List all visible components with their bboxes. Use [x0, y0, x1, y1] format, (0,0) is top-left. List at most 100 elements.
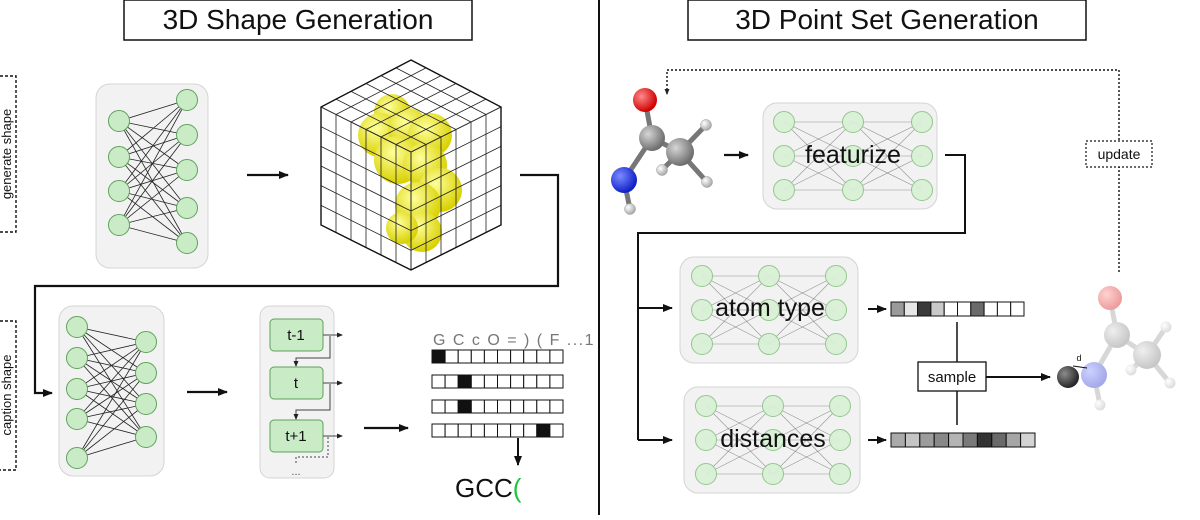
one-hot-cell	[549, 374, 564, 389]
one-hot-cell	[536, 349, 551, 364]
distribution-cell	[930, 301, 945, 317]
atom-type-node	[758, 299, 780, 321]
distribution-cell	[890, 301, 905, 317]
one-hot-cell	[497, 423, 512, 438]
connector-featurize	[637, 154, 966, 440]
featurize-node	[911, 179, 933, 201]
one-hot-cell	[523, 399, 538, 414]
caption-shape-label: caption shape	[0, 355, 14, 436]
one-hot-cell	[536, 399, 551, 414]
one-hot-cell	[444, 349, 459, 364]
generator-network	[108, 89, 198, 254]
left-panel: 3D Shape Generation generate shape capti…	[0, 0, 595, 503]
one-hot-cell	[431, 349, 446, 364]
one-hot-cell	[470, 349, 485, 364]
one-hot-cell	[510, 423, 525, 438]
caption-node	[66, 408, 88, 430]
one-hot-cell	[483, 399, 498, 414]
featurize-node	[773, 145, 795, 167]
distribution-cell	[996, 301, 1012, 317]
one-hot-cell	[536, 423, 551, 438]
output-prefix: GCC	[455, 473, 513, 503]
featurize-node	[842, 179, 864, 201]
distances-node	[762, 429, 784, 451]
rnn-step-prev: t-1	[269, 318, 324, 352]
atom-type-node	[825, 333, 847, 355]
one-hot-cell	[470, 423, 485, 438]
distribution-cell	[943, 301, 959, 317]
one-hot-cell	[497, 399, 512, 414]
update-box	[1085, 140, 1153, 168]
atom-type-node	[825, 265, 847, 287]
distance-marker-label: d	[1076, 353, 1081, 363]
one-hot-cell	[470, 374, 485, 389]
one-hot-cell	[483, 423, 498, 438]
rnn-step-next-label: t+1	[285, 428, 306, 445]
featurize-node	[842, 145, 864, 167]
atom-type-label: atom type	[715, 294, 825, 322]
featurize-label: featurize	[805, 141, 901, 169]
one-hot-cell	[431, 399, 446, 414]
one-hot-cell	[510, 349, 525, 364]
atom-type-node	[825, 299, 847, 321]
one-hot-cell	[444, 374, 459, 389]
distribution-cell	[933, 432, 950, 448]
distribution-cell	[890, 432, 906, 448]
one-hot-cell	[549, 349, 564, 364]
one-hot-cell	[457, 349, 472, 364]
generator-node	[176, 197, 198, 219]
rnn-step-current-label: t	[294, 375, 299, 392]
distribution-cell	[1010, 301, 1025, 317]
distribution-cell	[970, 301, 985, 317]
atom-type-node	[691, 265, 713, 287]
token-header: G C c O = ) ( F ...1	[433, 332, 595, 349]
new-atom	[1057, 366, 1079, 388]
one-hot-cell	[431, 423, 446, 438]
atom-type-node	[691, 299, 713, 321]
generator-node	[176, 232, 198, 254]
featurize-network	[773, 111, 933, 201]
distribution-cell	[957, 301, 972, 317]
featurize-node	[773, 179, 795, 201]
distances-node	[762, 395, 784, 417]
one-hot-cell	[549, 423, 564, 438]
voxel-grid	[320, 59, 502, 271]
generate-bracket	[0, 75, 17, 233]
caption-bracket	[0, 320, 17, 471]
atom-type-node	[758, 333, 780, 355]
output-molecule: d	[1057, 286, 1176, 411]
atom-type-node	[758, 265, 780, 287]
distribution-cell	[903, 301, 919, 317]
one-hot-cell	[444, 423, 459, 438]
featurize-node	[773, 111, 795, 133]
faded-molecule	[1081, 286, 1176, 411]
generator-node	[176, 89, 198, 111]
generator-node	[176, 124, 198, 146]
distances-node	[829, 395, 851, 417]
one-hot-cell	[457, 374, 472, 389]
caption-node	[66, 378, 88, 400]
distribution-cell	[1005, 432, 1022, 448]
caption-node	[135, 331, 157, 353]
input-molecule	[611, 88, 713, 215]
rnn-step-prev-label: t-1	[287, 327, 305, 344]
one-hot-cell	[549, 399, 564, 414]
right-panel: 3D Point Set Generation f	[611, 0, 1176, 494]
atom-type-network	[691, 265, 847, 355]
left-title-box	[123, 0, 473, 41]
right-title-box	[687, 0, 1087, 41]
one-hot-cell	[483, 349, 498, 364]
rnn-step-current: t	[269, 366, 324, 400]
distribution-cell	[962, 432, 978, 448]
distances-node	[762, 463, 784, 485]
caption-node	[66, 447, 88, 469]
rnn-flow-arrows	[293, 332, 343, 463]
distances-node	[695, 463, 717, 485]
update-label: update	[1098, 146, 1141, 162]
one-hot-cell	[457, 423, 472, 438]
caption-node	[135, 393, 157, 415]
caption-node	[135, 426, 157, 448]
distribution-cell	[948, 432, 964, 448]
distances-label: distances	[720, 425, 826, 453]
one-hot-cell	[536, 374, 551, 389]
